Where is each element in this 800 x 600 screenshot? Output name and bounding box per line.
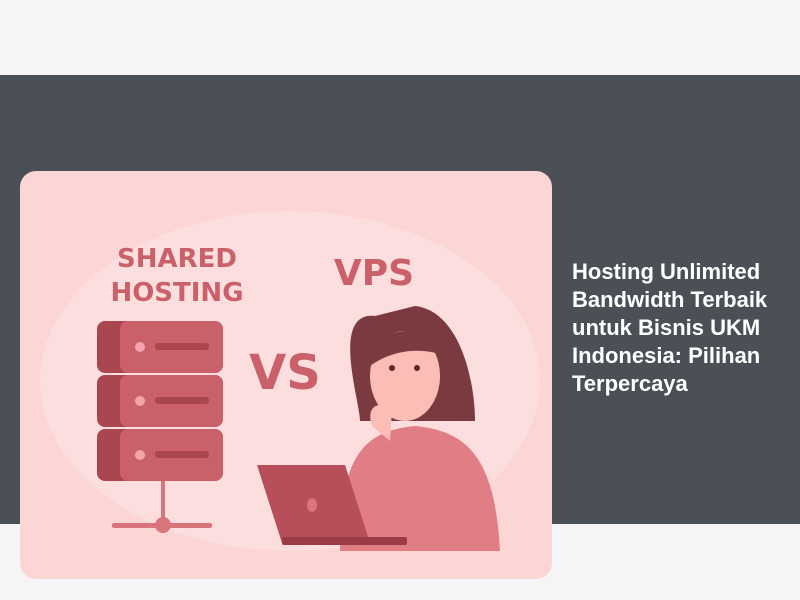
hero-band: SHARED HOSTING VPS VS	[0, 75, 800, 579]
hosting-label: HOSTING	[110, 278, 243, 308]
laptop-icon	[257, 465, 407, 545]
vs-label: VS	[249, 345, 321, 401]
vps-label: VPS	[334, 253, 414, 294]
woman-thinking-illustration	[340, 306, 500, 551]
server-stack-icon	[97, 321, 223, 533]
page-title: Hosting Unlimited Bandwidth Terbaik untu…	[572, 259, 768, 396]
hero-image: SHARED HOSTING VPS VS	[20, 171, 552, 579]
shared-vs-vps-illustration: SHARED HOSTING VPS VS	[40, 211, 540, 551]
shared-label: SHARED	[117, 244, 237, 274]
